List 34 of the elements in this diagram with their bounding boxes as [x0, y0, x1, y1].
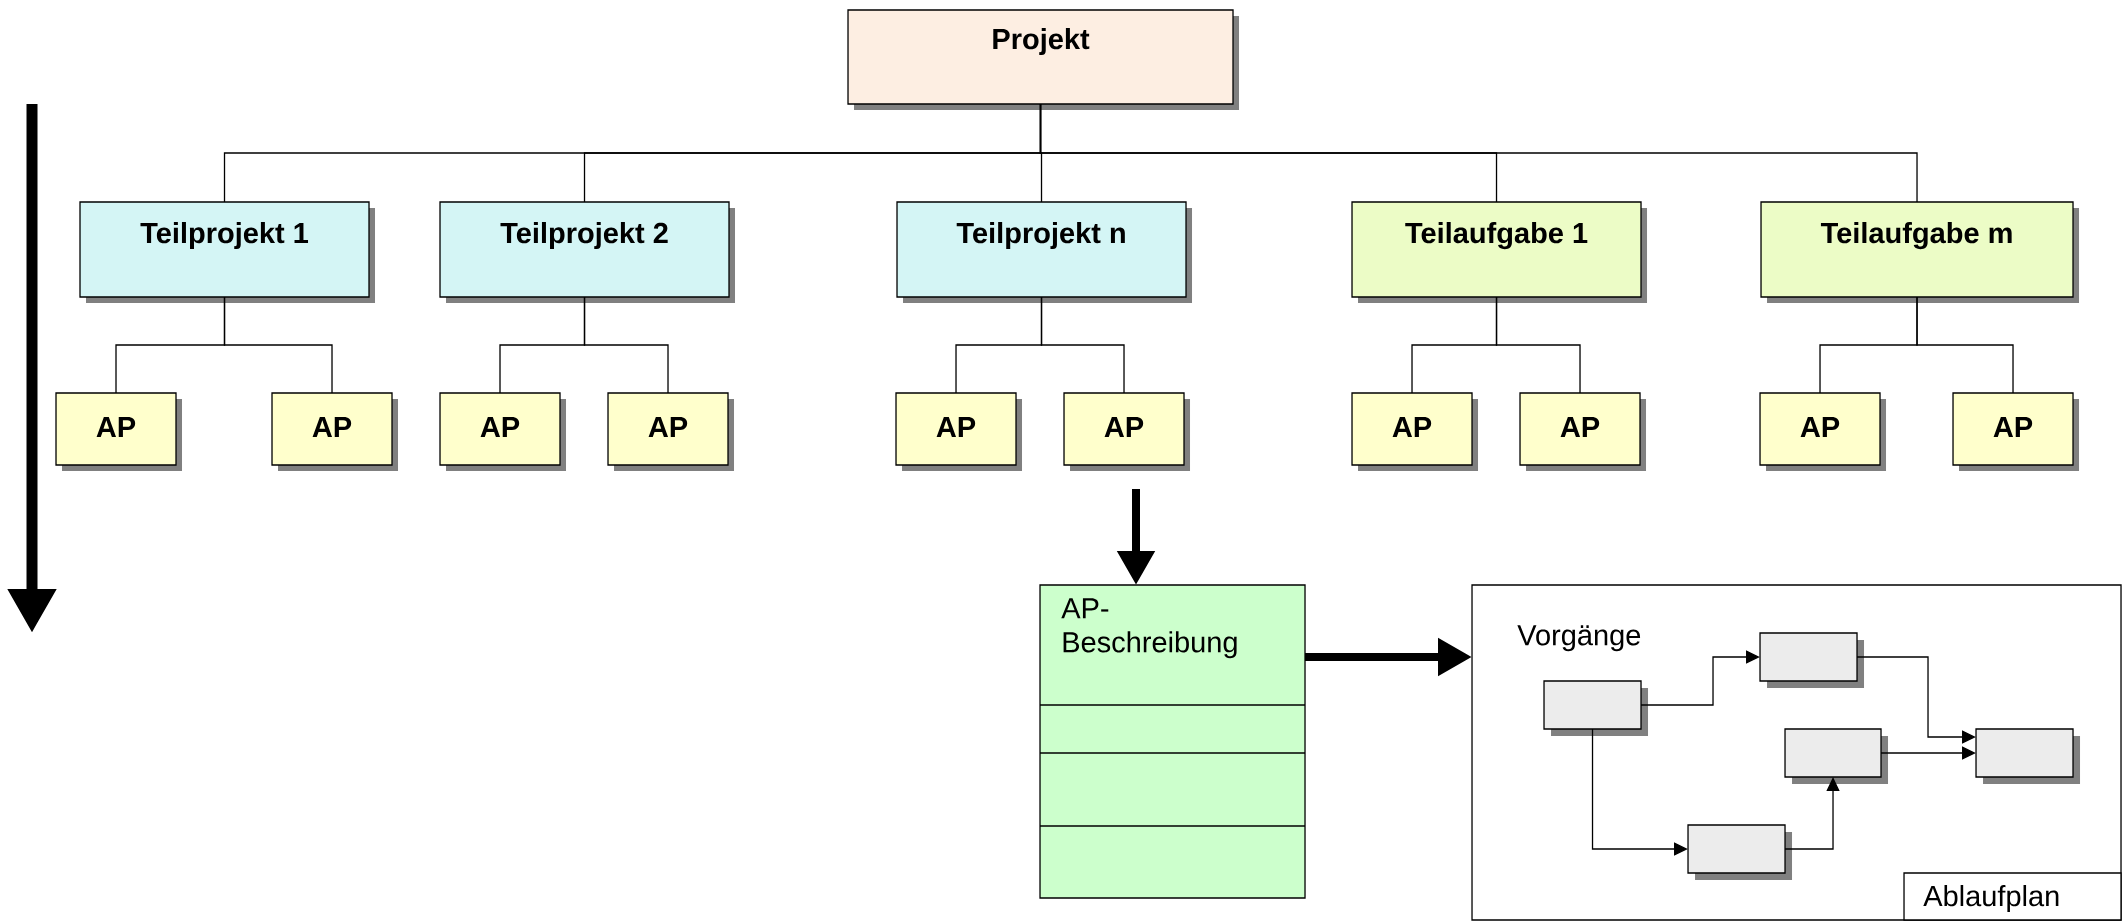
connector-line	[583, 296, 669, 394]
subtask-box: Teilaufgabe 1	[1351, 201, 1647, 303]
connector-line	[223, 296, 333, 394]
arrow	[1856, 656, 1976, 744]
project-box: Projekt	[847, 9, 1239, 110]
work-package-box: AP	[607, 392, 734, 471]
description-table: AP-Beschreibung	[1039, 584, 1306, 899]
work-package-box: AP	[271, 392, 398, 471]
arrow	[1640, 650, 1760, 706]
arrow	[1591, 728, 1688, 856]
plan-tab: Ablaufplan	[1903, 872, 2122, 921]
work-package-box: AP	[1952, 392, 2079, 471]
connector-line	[1916, 296, 2014, 394]
subtask-box: Teilaufgabe m	[1760, 201, 2079, 303]
activity-box	[1975, 728, 2080, 784]
work-package-box: AP	[55, 392, 182, 471]
arrow	[1784, 777, 1840, 850]
connector-line	[1495, 296, 1581, 394]
work-package-box: AP	[439, 392, 566, 471]
activity-box	[1759, 632, 1864, 688]
connector-line	[1039, 103, 1918, 203]
activity-box	[1543, 680, 1648, 736]
connector-line	[1040, 296, 1125, 394]
activity-box	[1784, 728, 1888, 784]
arrow	[1880, 746, 1976, 760]
subproject-box: Teilprojekt 1	[79, 201, 375, 303]
subproject-box: Teilprojekt 2	[439, 201, 735, 303]
work-package-box: AP	[1063, 392, 1190, 471]
work-package-box: AP	[1351, 392, 1478, 471]
work-package-box: AP	[1759, 392, 1886, 471]
activity-box	[1687, 824, 1792, 880]
work-package-box: AP	[1519, 392, 1646, 471]
work-package-box: AP	[895, 392, 1022, 471]
subproject-box: Teilprojekt n	[896, 201, 1192, 303]
